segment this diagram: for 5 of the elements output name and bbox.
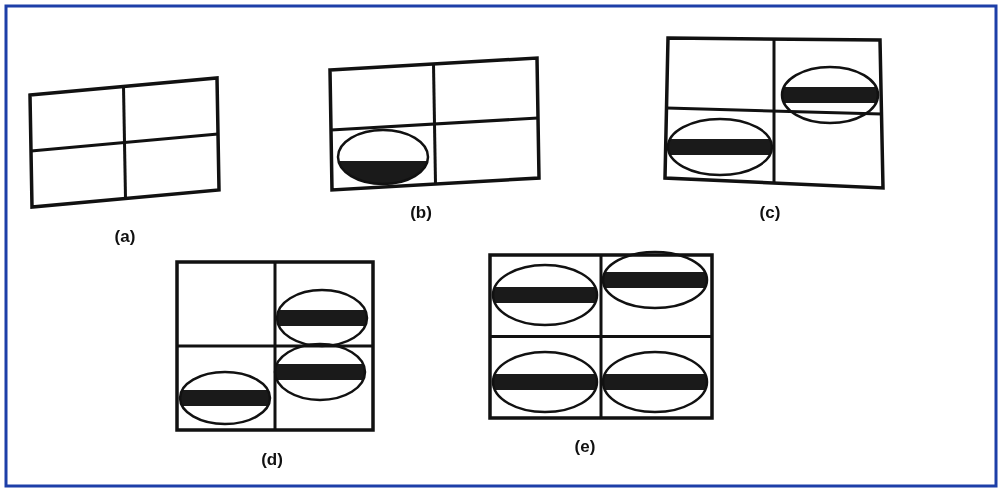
figure-label: (d) — [261, 450, 283, 470]
figure-label: (b) — [410, 203, 432, 223]
figure-label: (a) — [114, 227, 136, 247]
figure-label: (e) — [574, 437, 596, 457]
figure-label: (c) — [759, 203, 781, 223]
